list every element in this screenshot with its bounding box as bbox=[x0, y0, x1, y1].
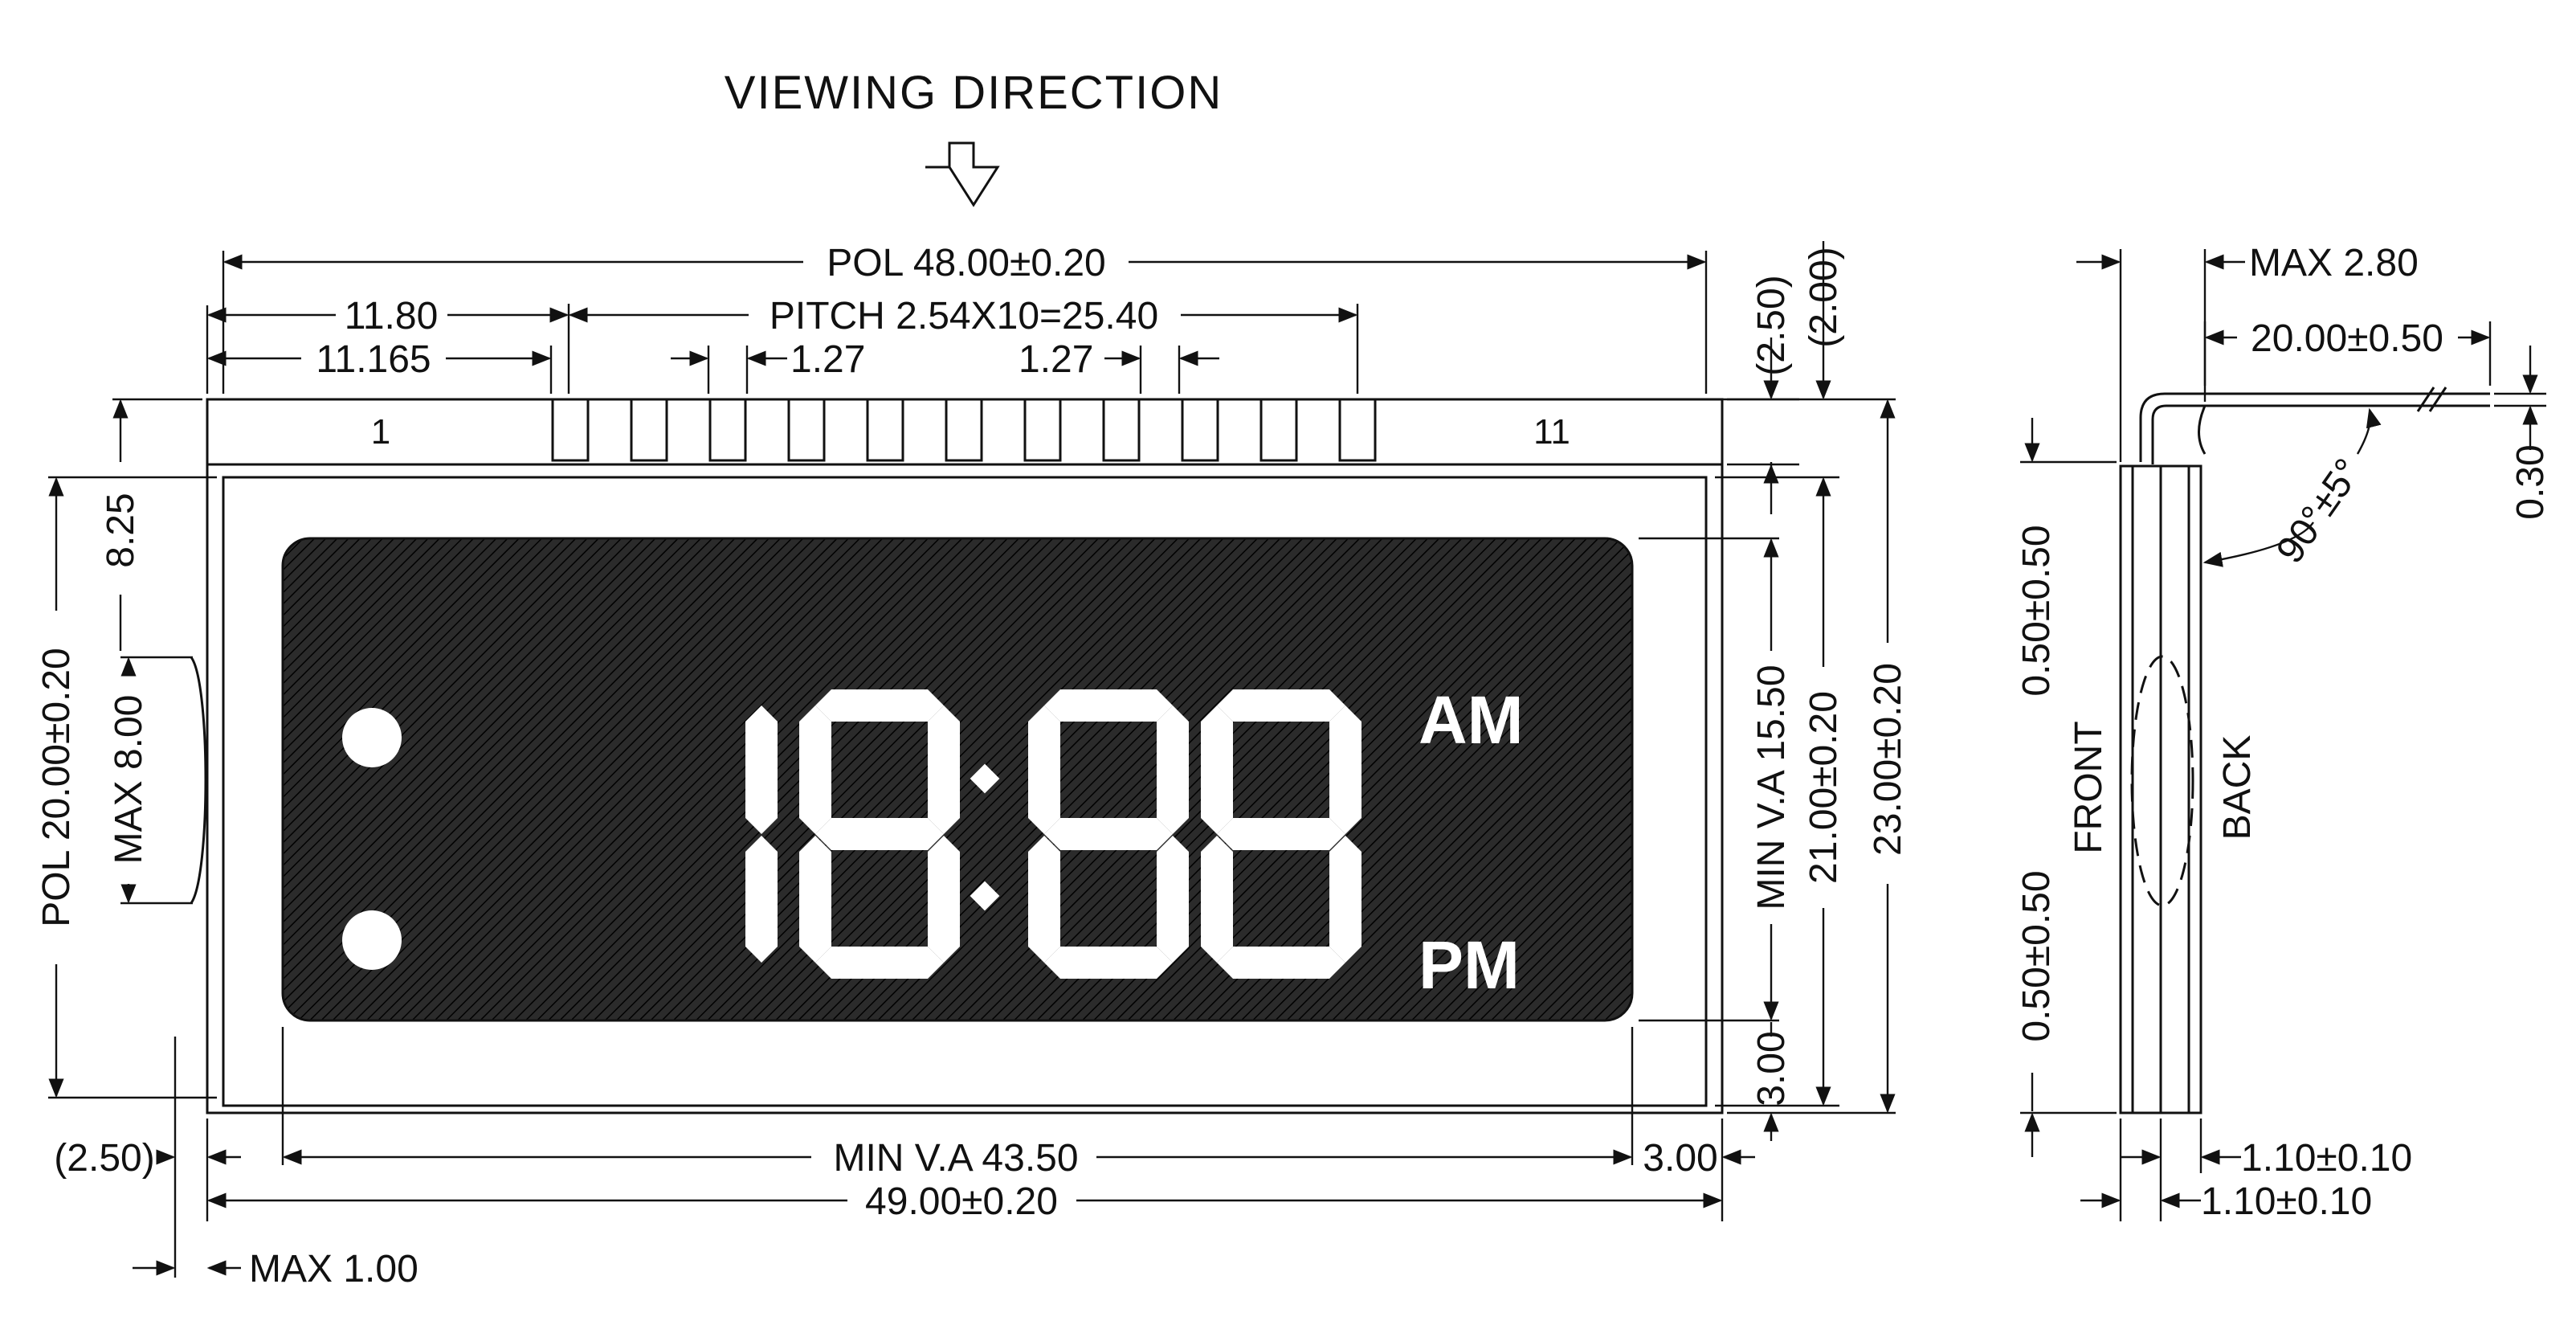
dim-va-height: MIN V.A 15.50 bbox=[1750, 665, 1793, 910]
dim-bottom-050: 0.50±0.50 bbox=[2015, 870, 2058, 1041]
digit-3 bbox=[1028, 689, 1189, 979]
pin-10 bbox=[1259, 398, 1298, 462]
pin-9 bbox=[1181, 398, 1219, 462]
pin-1 bbox=[551, 398, 590, 462]
side-view: FRONT BACK MAX 2.80 20.00±0.50 0.30 90°±… bbox=[2015, 242, 2552, 1223]
segment-c bbox=[1329, 836, 1361, 963]
pin-row bbox=[551, 398, 1377, 462]
front-view: 1 11 AM PM POL 48.00±0.20 11.80 PITCH 2.… bbox=[35, 241, 1909, 1290]
dim-glass-b: 1.10±0.10 bbox=[2201, 1180, 2372, 1223]
digit-4 bbox=[1201, 689, 1361, 979]
pm-indicator: PM bbox=[1419, 927, 1520, 1003]
segment-c bbox=[1157, 836, 1189, 963]
indicator-dot-bottom bbox=[342, 910, 402, 970]
dim-right-3: 3.00 bbox=[1643, 1137, 1717, 1180]
segment-e bbox=[1201, 836, 1233, 963]
dim-lead-length: 20.00±0.50 bbox=[2251, 317, 2443, 360]
dim-pol-height: POL 20.00±0.20 bbox=[35, 648, 78, 926]
seal-dashed-outline bbox=[2130, 655, 2194, 907]
polarizer-outline bbox=[222, 476, 1708, 1107]
pin-7 bbox=[1023, 398, 1062, 462]
segment-g bbox=[1217, 818, 1345, 850]
dim-lead-thickness: 0.30 bbox=[2509, 444, 2552, 519]
segment-g bbox=[1044, 818, 1173, 850]
dim-top-050: 0.50±0.50 bbox=[2015, 525, 2058, 696]
pin-5 bbox=[866, 398, 904, 462]
lead-pin-upper bbox=[2139, 392, 2490, 462]
dim-left-250: (2.50) bbox=[54, 1137, 154, 1180]
lead-pin-lower bbox=[2151, 404, 2490, 464]
dim-pin1-edge: 11.165 bbox=[316, 338, 431, 381]
colon-dot-bottom bbox=[970, 881, 1000, 911]
dim-pol-width: POL 48.00±0.20 bbox=[827, 242, 1105, 284]
segment-b bbox=[745, 705, 778, 834]
segment-a bbox=[1217, 689, 1345, 722]
segment-f bbox=[1201, 705, 1233, 834]
segment-c bbox=[745, 836, 778, 963]
dim-pin-gap-b: 1.27 bbox=[1019, 338, 1093, 381]
pin-label-last: 11 bbox=[1533, 412, 1570, 452]
dim-max-8: MAX 8.00 bbox=[108, 695, 150, 865]
dim-height-23: 23.00±0.20 bbox=[1867, 663, 1909, 856]
dim-glass-a: 1.10±0.10 bbox=[2241, 1137, 2412, 1180]
segment-e bbox=[1028, 836, 1060, 963]
dim-max-1: MAX 1.00 bbox=[249, 1248, 418, 1290]
seal-bulge bbox=[190, 656, 207, 904]
digit-2 bbox=[799, 689, 960, 979]
dim-max-280: MAX 2.80 bbox=[2249, 242, 2419, 284]
segment-c bbox=[928, 836, 960, 963]
viewing-direction-title: VIEWING DIRECTION bbox=[725, 67, 1223, 119]
pin-3 bbox=[708, 398, 747, 462]
dim-top-gap-b: (2.00) bbox=[1802, 247, 1845, 347]
pin-2 bbox=[630, 398, 668, 462]
digit-1 bbox=[745, 705, 778, 963]
pin-8 bbox=[1102, 398, 1141, 462]
seven-segment-digits bbox=[745, 689, 1361, 979]
segment-d bbox=[1044, 947, 1173, 979]
dim-width-49: 49.00±0.20 bbox=[865, 1180, 1058, 1223]
segment-a bbox=[1044, 689, 1173, 722]
indicator-dot-top bbox=[342, 708, 402, 767]
am-indicator: AM bbox=[1419, 682, 1524, 758]
dim-pin1-offset: 11.80 bbox=[345, 295, 439, 337]
segment-d bbox=[1217, 947, 1345, 979]
pin-11 bbox=[1338, 398, 1377, 462]
segment-e bbox=[799, 836, 831, 963]
segment-b bbox=[1157, 705, 1189, 834]
dim-angle: 90°±5° bbox=[2268, 452, 2370, 571]
dim-height-21: 21.00±0.20 bbox=[1802, 691, 1845, 884]
front-glass bbox=[2119, 464, 2162, 1114]
segment-b bbox=[928, 705, 960, 834]
dim-va-width: MIN V.A 43.50 bbox=[833, 1137, 1078, 1180]
segment-a bbox=[815, 689, 944, 722]
viewing-arrow-icon bbox=[925, 141, 1000, 207]
segment-f bbox=[799, 705, 831, 834]
dim-top-gap-a: (2.50) bbox=[1750, 275, 1793, 375]
dim-pin-gap-a: 1.27 bbox=[790, 338, 865, 381]
pin-label-first: 1 bbox=[371, 412, 390, 452]
segment-d bbox=[815, 947, 944, 979]
front-label: FRONT bbox=[2068, 721, 2110, 853]
segment-b bbox=[1329, 705, 1361, 834]
pin-6 bbox=[945, 398, 983, 462]
dim-left-top: 8.25 bbox=[100, 493, 142, 567]
dim-pitch: PITCH 2.54X10=25.40 bbox=[770, 295, 1158, 337]
segment-f bbox=[1028, 705, 1060, 834]
back-label: BACK bbox=[2216, 735, 2259, 840]
dim-bottom-3: 3.00 bbox=[1750, 1031, 1793, 1106]
back-glass bbox=[2159, 464, 2202, 1114]
segment-g bbox=[815, 818, 944, 850]
pin-4 bbox=[787, 398, 826, 462]
colon-dot-top bbox=[970, 763, 1000, 794]
